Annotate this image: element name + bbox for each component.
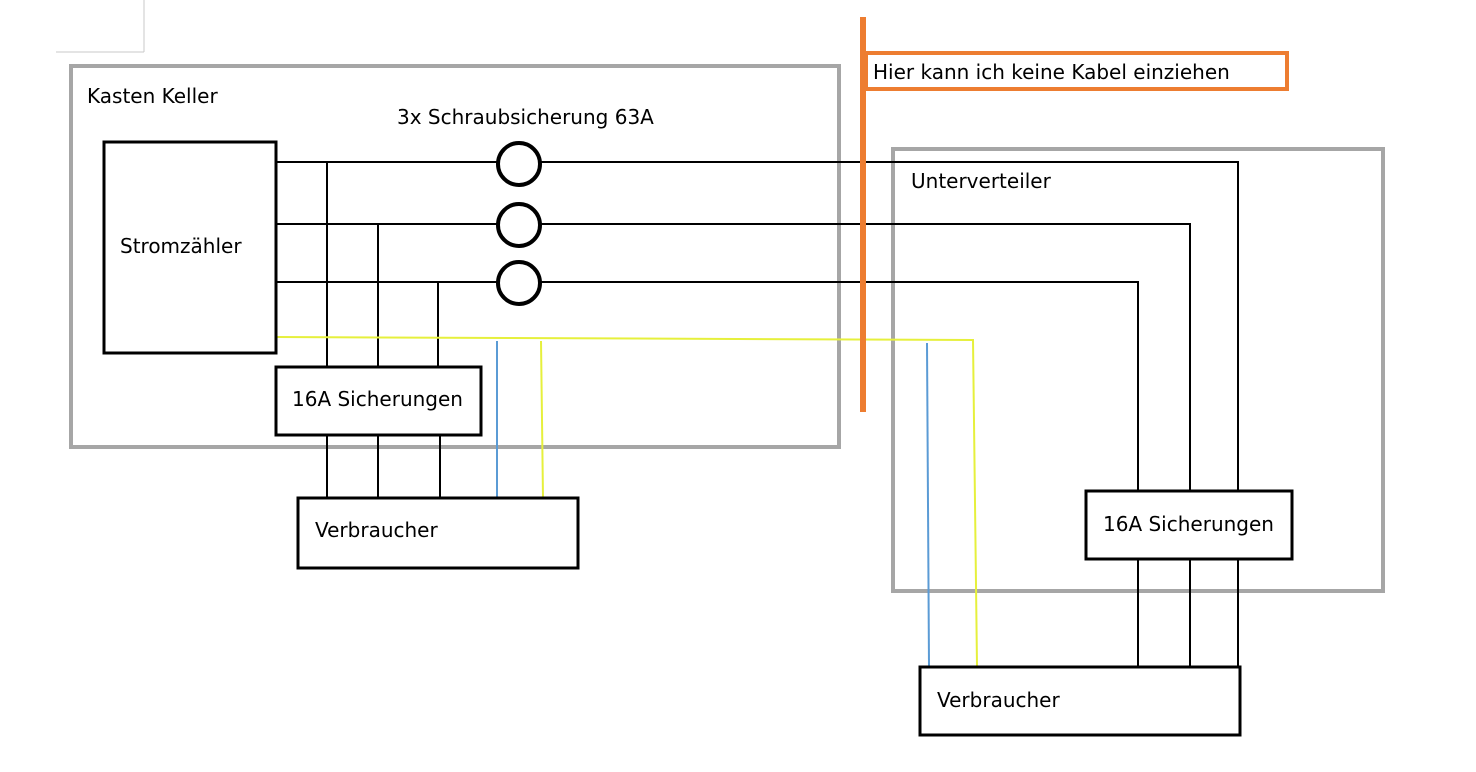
- hinweis-box: [864, 51, 1289, 91]
- verbraucher-left-box: [296, 496, 580, 570]
- sicherungen-left-label: 16A Sicherungen: [292, 387, 463, 411]
- schraubsicherung-label: 3x Schraubsicherung 63A: [397, 105, 654, 129]
- verbraucher-left-label: Verbraucher: [315, 518, 438, 542]
- fuse-l3-icon: [496, 260, 542, 306]
- earth-wire: [275, 336, 978, 667]
- verbraucher-right-label: Verbraucher: [937, 688, 1060, 712]
- sicherungen-left-box: [274, 365, 483, 437]
- sicherungen-right-box: [1084, 489, 1294, 561]
- stromzaehler-box: [102, 140, 278, 355]
- unterverteiler-label: Unterverteiler: [911, 169, 1052, 193]
- fuse-l2-icon: [496, 202, 542, 248]
- earth-wire-left-drop: [540, 340, 544, 499]
- hinweis-label: Hier kann ich keine Kabel einziehen: [873, 60, 1230, 84]
- verbraucher-right-box: [918, 665, 1242, 737]
- neutral-wire-right: [926, 342, 930, 667]
- stromzaehler-label: Stromzähler: [120, 234, 242, 258]
- sicherungen-right-label: 16A Sicherungen: [1103, 512, 1274, 536]
- kasten-keller-label: Kasten Keller: [87, 84, 218, 108]
- fuse-l1-icon: [496, 141, 542, 187]
- page-corner-mark: [56, 0, 145, 53]
- kasten-keller-frame: [69, 64, 841, 449]
- fuse-symbol-icon: [496, 141, 542, 306]
